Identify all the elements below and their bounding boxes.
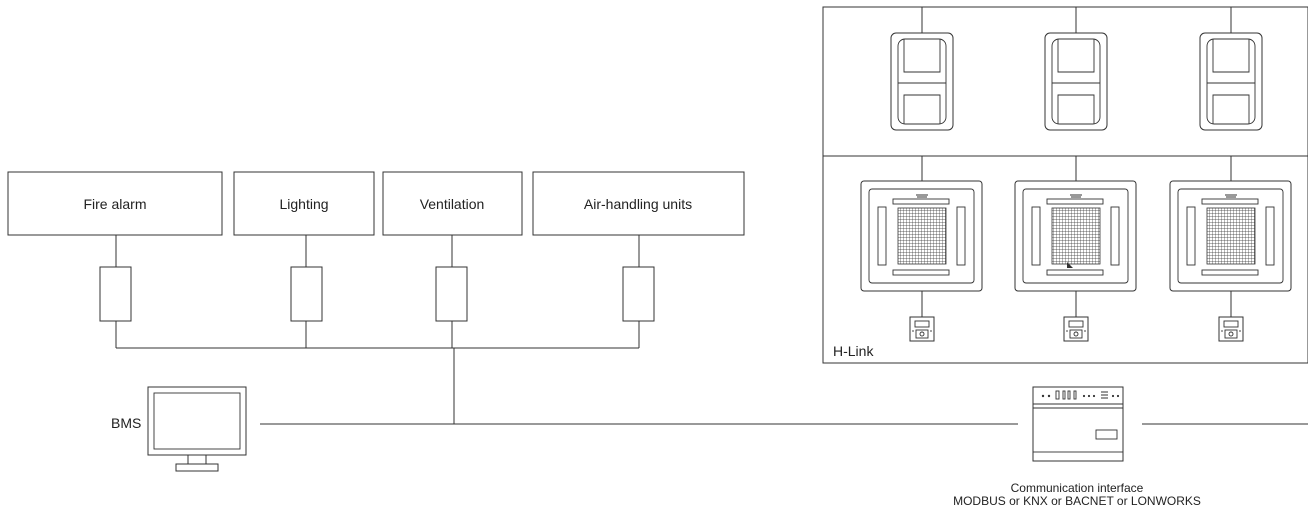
communication-interface-title: Communication interface: [1011, 481, 1144, 495]
lighting-label: Lighting: [279, 196, 328, 212]
bms-label: BMS: [111, 415, 141, 431]
subsystem-lighting: Lighting: [233, 171, 375, 236]
fire-alarm-label: Fire alarm: [83, 196, 146, 212]
bms-monitor-icon: [147, 386, 247, 472]
remote-controllers: [909, 291, 1244, 342]
wall-mounted-unit-1: [890, 32, 954, 131]
communication-interface-device: [1032, 386, 1124, 462]
subsystem-ventilation: Ventilation: [382, 171, 523, 236]
wall-mounted-unit-2: [1044, 32, 1108, 131]
subsystem-gateways: [99, 235, 655, 424]
wall-mounted-units: [890, 7, 1263, 131]
wall-mounted-unit-3: [1199, 32, 1263, 131]
fire-alarm-gateway: [99, 266, 132, 322]
remote-controller-2: [1063, 316, 1089, 342]
air-handling-units-label: Air-handling units: [584, 196, 692, 212]
remote-controller-3: [1218, 316, 1244, 342]
subsystem-fire-alarm: Fire alarm: [7, 171, 223, 236]
cassette-unit-3: [1169, 180, 1292, 292]
remote-controller-1: [909, 316, 935, 342]
h-link-panel: H-Link: [822, 6, 1308, 364]
ventilation-gateway: [435, 266, 468, 322]
air-handling-gateway: [622, 266, 655, 322]
subsystem-air-handling-units: Air-handling units: [532, 171, 745, 236]
cassette-unit-2: [1014, 180, 1137, 292]
cassette-units: [860, 156, 1292, 292]
communication-interface-protocols: MODBUS or KNX or BACNET or LONWORKS: [953, 494, 1201, 508]
ventilation-label: Ventilation: [420, 196, 485, 212]
lighting-gateway: [290, 266, 323, 322]
h-link-label: H-Link: [833, 343, 874, 359]
cassette-unit-1: [860, 180, 983, 292]
